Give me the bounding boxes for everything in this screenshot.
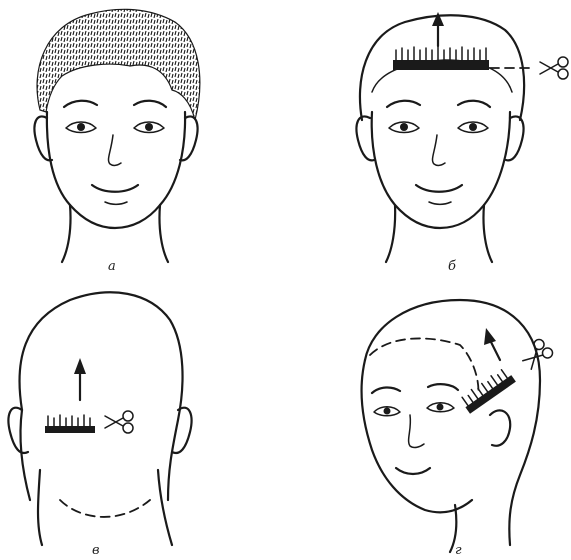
panel-b: б — [357, 12, 569, 274]
arrow-up-icon — [74, 358, 86, 400]
head-outline — [20, 292, 183, 500]
scissors-icon — [540, 57, 568, 79]
panel-label-a: а — [108, 259, 116, 274]
comb-icon — [45, 415, 95, 433]
arrow-up-icon — [484, 328, 500, 360]
face-outline — [361, 360, 472, 512]
scissors-icon — [105, 411, 133, 433]
short-hair — [37, 9, 200, 120]
comb-icon — [459, 366, 516, 414]
panel-label-v: в — [92, 543, 100, 558]
comb-icon — [393, 47, 489, 70]
panel-a: а — [34, 9, 199, 274]
panel-label-g: г — [455, 543, 462, 558]
panel-g: г — [361, 300, 554, 558]
panel-v: в — [9, 292, 192, 558]
head-outline — [365, 300, 540, 545]
panel-label-b: б — [448, 259, 456, 274]
